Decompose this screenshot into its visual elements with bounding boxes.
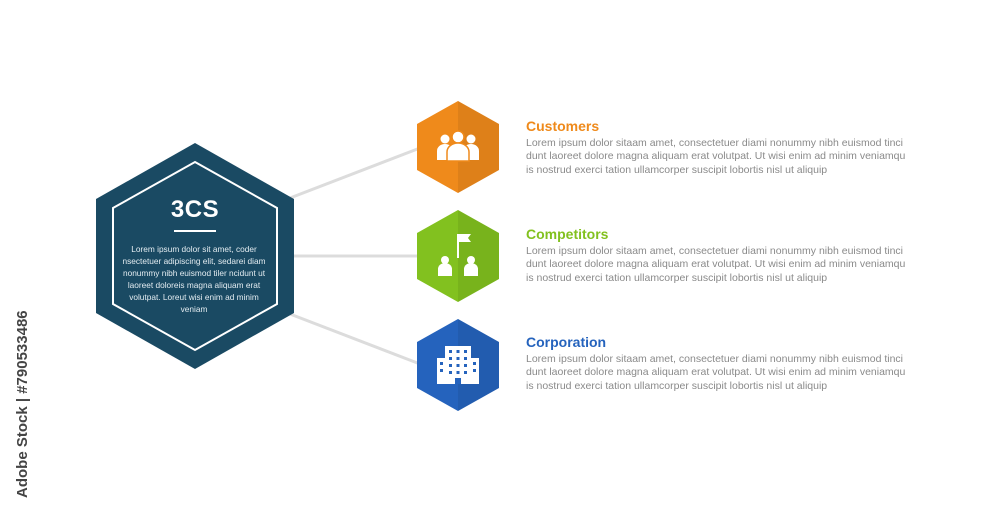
connector-line-corporation (289, 312, 421, 366)
competitors-flag-icon (438, 234, 478, 276)
customers-title: Customers (526, 118, 600, 134)
hub-description: Lorem ipsum dolor sit amet, coder nsecte… (122, 244, 266, 314)
stock-watermark: Adobe Stock | #790533486 (14, 310, 31, 498)
people-group-icon (437, 130, 479, 162)
customers-hexagon (417, 101, 499, 193)
corporation-description: Lorem ipsum dolor sitaam amet, consectet… (526, 353, 906, 392)
customers-description: Lorem ipsum dolor sitaam amet, consectet… (526, 137, 906, 176)
competitors-description: Lorem ipsum dolor sitaam amet, consectet… (526, 245, 906, 284)
hub-hexagon (96, 143, 294, 369)
office-building-icon (437, 346, 479, 384)
hub-hexagon-inner-border (112, 160, 278, 352)
competitors-title: Competitors (526, 226, 609, 242)
corporation-hexagon (417, 319, 499, 411)
hub-title-underline (174, 230, 216, 232)
hub-title: 3CS (170, 196, 220, 223)
corporation-title: Corporation (526, 334, 607, 350)
competitors-hexagon (417, 210, 499, 302)
connector-line-customers (289, 146, 421, 200)
